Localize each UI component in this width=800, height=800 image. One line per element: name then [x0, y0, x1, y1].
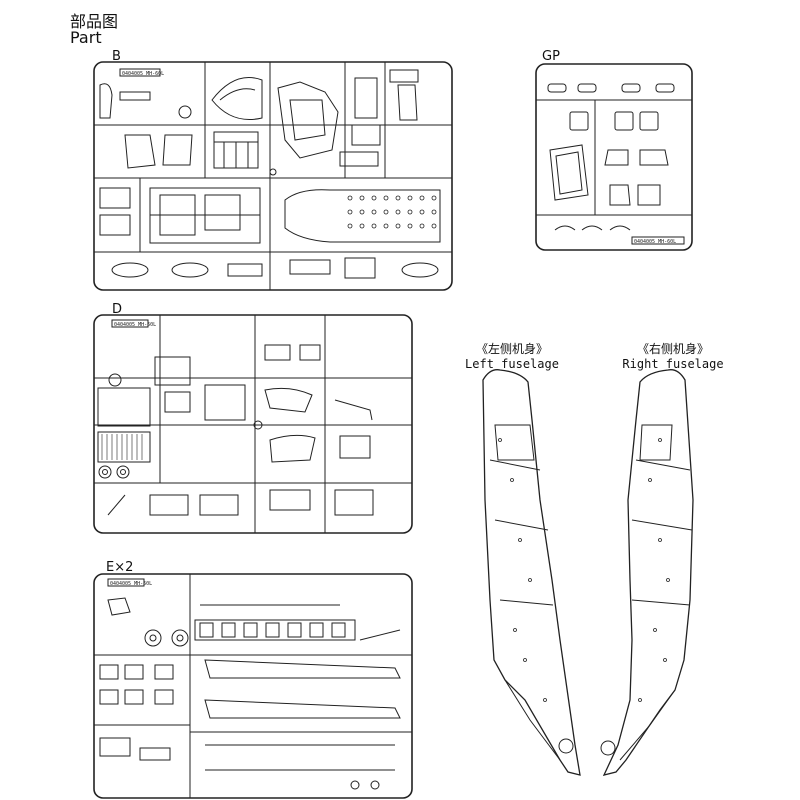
right-fuselage-drawing	[600, 369, 694, 776]
right-fuselage-label: 《右侧机身》 Right fuselage	[618, 342, 728, 372]
sprue-gp-code: 0404005 MH-60L	[634, 239, 676, 245]
sprue-e: 0404005 MH-60L	[93, 573, 413, 799]
long-strut-part	[204, 659, 401, 679]
sprue-d: 0404005 MH-60L	[93, 314, 413, 534]
cabin-roof-part	[277, 81, 339, 159]
wheel-row-part	[194, 619, 356, 641]
left-fuselage-label-cn: 《左侧机身》	[475, 342, 548, 356]
sprue-b: 0404005 MH-60L	[93, 61, 453, 291]
sprue-b-code: 0404005 MH-60L	[122, 71, 164, 77]
page-title-cn: 部品图	[70, 12, 119, 31]
right-fuselage-label-cn: 《右侧机身》	[636, 342, 709, 356]
sprue-b-label: B	[112, 49, 121, 64]
sprue-b-code-tag	[119, 68, 161, 77]
left-fuselage-drawing	[482, 369, 581, 776]
left-fuselage-label: 《左侧机身》 Left fuselage	[460, 342, 564, 372]
sprue-b-frame	[93, 61, 453, 291]
canopy-part	[211, 77, 263, 120]
sprue-e-frame	[93, 573, 413, 799]
sprue-e-code: 0404005 MH-60L	[110, 581, 152, 587]
sprue-d-code: 0404005 MH-60L	[114, 322, 156, 328]
window-part	[549, 144, 589, 201]
page-title-en: Part	[70, 28, 102, 47]
right-fuselage-label-en: Right fuselage	[622, 357, 724, 371]
sprue-d-label: D	[112, 302, 123, 317]
panel-part-d	[204, 384, 246, 421]
left-fuselage-label-en: Left fuselage	[465, 357, 559, 371]
sprue-e-label: E×2	[106, 560, 134, 575]
sprue-d-frame	[93, 314, 413, 534]
grille-part	[97, 431, 151, 463]
sprue-gp: 0404005 MH-60L	[535, 63, 693, 251]
sprue-gp-label: GP	[542, 49, 560, 64]
cabin-floor-part	[284, 189, 441, 243]
sprue-gp-frame	[535, 63, 693, 251]
